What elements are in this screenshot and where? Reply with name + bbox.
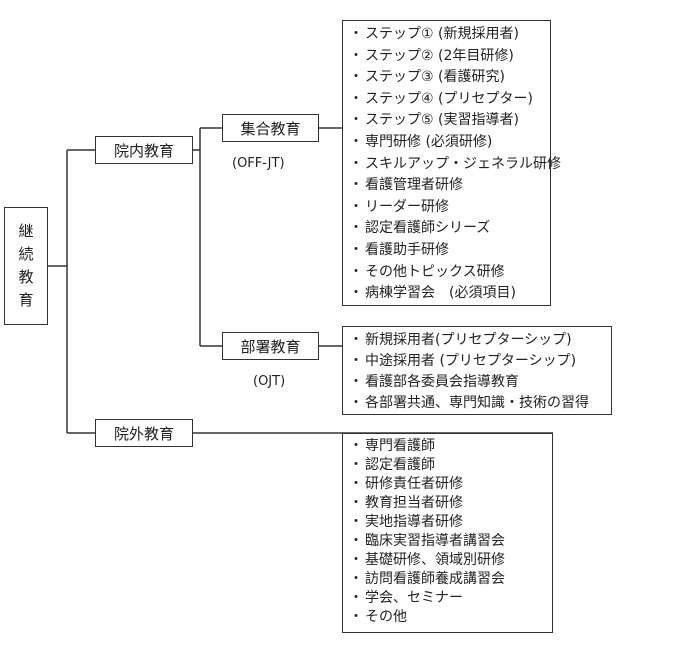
dept-education-node: 部署教育: [222, 332, 319, 360]
list-item: 専門研修 (必須研修): [343, 132, 550, 154]
external-education-list: 専門看護師 認定看護師 研修責任者研修 教育担当者研修 実地指導者研修 臨床実習…: [342, 433, 553, 633]
list-item: 研修責任者研修: [343, 475, 552, 494]
dept-education-list: 新規採用者(プリセプターシップ) 中途採用者 (プリセプターシップ) 看護部各委…: [342, 326, 612, 415]
list-item: 看護助手研修: [343, 240, 550, 262]
list-item: ステップ④ (プリセプター): [343, 89, 550, 111]
list-item: 看護部各委員会指導教育: [343, 372, 611, 393]
list-item: 専門看護師: [343, 437, 552, 456]
root-char: 継: [18, 222, 34, 240]
list-item: 学会、セミナー: [343, 589, 552, 608]
list-item: 実地指導者研修: [343, 513, 552, 532]
group-education-node: 集合教育: [222, 114, 319, 142]
list-item: 中途採用者 (プリセプターシップ): [343, 351, 611, 372]
list-item: ステップ⑤ (実習指導者): [343, 110, 550, 132]
root-char: 教: [18, 268, 34, 286]
group-education-list: ステップ① (新規採用者) ステップ② (2年目研修) ステップ③ (看護研究)…: [342, 20, 561, 306]
list-item: 教育担当者研修: [343, 494, 552, 513]
list-item: 各部署共通、専門知識・技術の習得: [343, 393, 611, 414]
list-item: 臨床実習指導者講習会: [343, 532, 552, 551]
list-item: ステップ② (2年目研修): [343, 46, 550, 68]
root-node: 継 続 教 育: [4, 207, 48, 325]
list-item: ステップ① (新規採用者): [343, 24, 550, 46]
list-item: スキルアップ・ジェネラル研修: [343, 154, 561, 176]
root-char: 育: [18, 291, 34, 309]
list-item: 認定看護師シリーズ: [343, 218, 550, 240]
in-hospital-node: 院内教育: [95, 136, 193, 164]
list-item: 訪問看護師養成講習会: [343, 570, 552, 589]
dept-education-note: (OJT): [253, 374, 286, 389]
list-item: その他: [343, 608, 552, 627]
root-char: 続: [18, 245, 34, 263]
group-education-note: (OFF-JT): [232, 156, 285, 171]
list-item: 看護管理者研修: [343, 175, 550, 197]
list-item: リーダー研修: [343, 197, 550, 219]
list-item: 認定看護師: [343, 456, 552, 475]
out-hospital-node: 院外教育: [95, 419, 193, 447]
list-item: 新規採用者(プリセプターシップ): [343, 330, 611, 351]
list-item: 基礎研修、領域別研修: [343, 551, 552, 570]
list-item: その他トピックス研修: [343, 262, 550, 284]
list-item: ステップ③ (看護研究): [343, 67, 550, 89]
list-item: 病棟学習会 (必須項目): [343, 283, 550, 305]
